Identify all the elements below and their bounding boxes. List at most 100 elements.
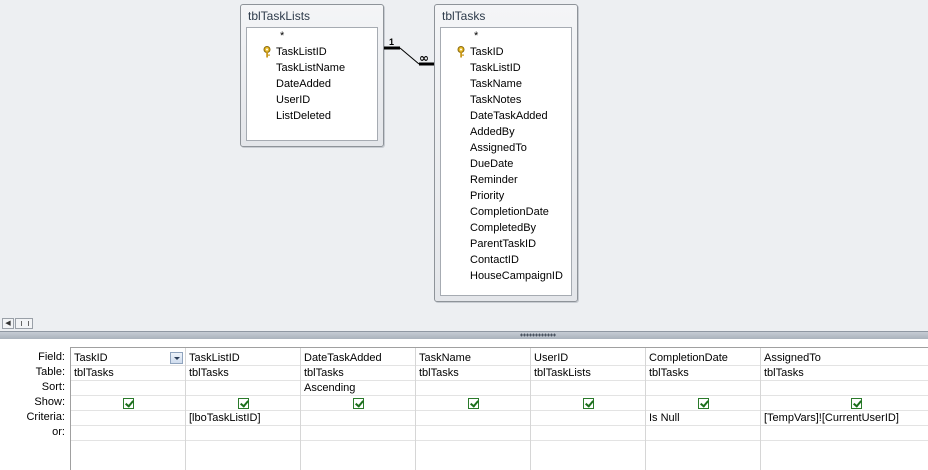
table-cell[interactable]: tblTasks — [71, 366, 185, 381]
show-cell[interactable] — [416, 396, 530, 411]
or-cell[interactable] — [71, 426, 185, 441]
grid-column[interactable]: AssignedTo tblTasks [TempVars]![CurrentU… — [761, 348, 928, 470]
field-item[interactable]: UserID — [276, 94, 311, 106]
criteria-cell[interactable] — [301, 411, 415, 426]
checkbox-checked-icon[interactable] — [697, 397, 709, 409]
field-item[interactable]: HouseCampaignID — [470, 270, 563, 282]
field-cell[interactable]: DateTaskAdded — [301, 351, 415, 366]
criteria-cell[interactable]: [TempVars]![CurrentUserID] — [761, 411, 928, 426]
grid-column[interactable]: TaskName tblTasks — [416, 348, 531, 470]
relationship-many-label: ∞ — [419, 51, 429, 65]
table-box-tbltasks[interactable]: tblTasks * TaskID TaskListID TaskName Ta… — [434, 4, 578, 302]
criteria-cell[interactable] — [531, 411, 645, 426]
chevron-down-icon[interactable] — [170, 352, 183, 364]
show-cell[interactable] — [301, 396, 415, 411]
table-cell[interactable]: tblTasks — [761, 366, 928, 381]
show-cell[interactable] — [646, 396, 760, 411]
table-title: tblTaskLists — [248, 9, 311, 23]
table-cell[interactable]: tblTaskLists — [531, 366, 645, 381]
field-item[interactable]: ContactID — [470, 254, 519, 266]
or-cell[interactable] — [531, 426, 645, 441]
checkbox-checked-icon[interactable] — [467, 397, 479, 409]
field-item[interactable]: CompletedBy — [470, 222, 537, 234]
sort-cell[interactable] — [416, 381, 530, 396]
field-cell[interactable]: CompletionDate — [646, 351, 760, 366]
sort-cell[interactable] — [761, 381, 928, 396]
field-item[interactable]: DateTaskAdded — [470, 110, 548, 122]
show-cell[interactable] — [761, 396, 928, 411]
scroll-left-arrow-icon[interactable]: ◀ — [2, 318, 14, 329]
or-cell[interactable] — [761, 426, 928, 441]
row-label-or: or: — [52, 426, 65, 438]
primary-key-icon — [263, 46, 271, 58]
table-cell[interactable]: tblTasks — [646, 366, 760, 381]
field-all-star[interactable]: * — [474, 30, 479, 42]
checkbox-checked-icon[interactable] — [851, 397, 862, 409]
grid-column[interactable]: DateTaskAdded tblTasks Ascending — [301, 348, 416, 470]
criteria-cell[interactable]: [lboTaskListID] — [186, 411, 300, 426]
field-item[interactable]: DateAdded — [276, 78, 332, 90]
sort-cell[interactable] — [71, 381, 185, 396]
field-cell[interactable]: TaskID — [71, 351, 185, 366]
sort-cell[interactable] — [646, 381, 760, 396]
relationship-join-line[interactable]: 1 ∞ — [0, 0, 928, 316]
table-cell[interactable]: tblTasks — [301, 366, 415, 381]
field-item[interactable]: ParentTaskID — [470, 238, 537, 250]
or-cell[interactable] — [186, 426, 300, 441]
checkbox-checked-icon[interactable] — [237, 397, 249, 409]
field-item[interactable]: Reminder — [470, 174, 518, 186]
row-label-show: Show: — [34, 396, 65, 408]
field-item[interactable]: CompletionDate — [470, 206, 549, 218]
field-cell[interactable]: UserID — [531, 351, 645, 366]
field-all-star[interactable]: * — [280, 30, 285, 42]
criteria-cell[interactable] — [71, 411, 185, 426]
grid-column[interactable]: CompletionDate tblTasks Is Null — [646, 348, 761, 470]
or-cell[interactable] — [416, 426, 530, 441]
field-item[interactable]: TaskListName — [276, 62, 346, 74]
row-label-field: Field: — [38, 351, 65, 363]
or-cell[interactable] — [646, 426, 760, 441]
field-item[interactable]: TaskID — [470, 46, 504, 58]
field-list[interactable]: * TaskID TaskListID TaskName TaskNotes D… — [440, 27, 572, 296]
field-item[interactable]: TaskNotes — [470, 94, 522, 106]
splitter-grip-icon[interactable] — [520, 333, 556, 337]
criteria-cell[interactable] — [416, 411, 530, 426]
show-cell[interactable] — [531, 396, 645, 411]
query-design-grid-pane[interactable]: Field: Table: Sort: Show: Criteria: or: … — [0, 339, 928, 470]
grid-column[interactable]: UserID tblTaskLists — [531, 348, 646, 470]
field-item[interactable]: Priority — [470, 190, 505, 202]
grid-column[interactable]: TaskListID tblTasks [lboTaskListID] — [186, 348, 301, 470]
checkbox-checked-icon[interactable] — [122, 397, 134, 409]
query-diagram-pane[interactable]: tblTaskLists * TaskListID TaskListName D… — [0, 0, 928, 316]
field-item[interactable]: TaskListID — [276, 46, 327, 58]
table-cell[interactable]: tblTasks — [186, 366, 300, 381]
field-item[interactable]: TaskName — [470, 78, 522, 90]
sort-cell[interactable] — [531, 381, 645, 396]
field-cell[interactable]: TaskListID — [186, 351, 300, 366]
or-cell[interactable] — [301, 426, 415, 441]
field-item[interactable]: DueDate — [470, 158, 514, 170]
field-item[interactable]: AssignedTo — [470, 142, 527, 154]
field-list[interactable]: * TaskListID TaskListName DateAdded User… — [246, 27, 378, 141]
show-cell[interactable] — [71, 396, 185, 411]
criteria-cell[interactable]: Is Null — [646, 411, 760, 426]
sort-cell[interactable]: Ascending — [301, 381, 415, 396]
field-cell[interactable]: TaskName — [416, 351, 530, 366]
scroll-thumb[interactable] — [15, 318, 33, 329]
checkbox-checked-icon[interactable] — [352, 397, 364, 409]
table-cell[interactable]: tblTasks — [416, 366, 530, 381]
field-cell[interactable]: AssignedTo — [761, 351, 928, 366]
checkbox-checked-icon[interactable] — [582, 397, 594, 409]
table-title: tblTasks — [442, 9, 486, 23]
field-item[interactable]: ListDeleted — [276, 110, 332, 122]
show-cell[interactable] — [186, 396, 300, 411]
table-box-tbltasklists[interactable]: tblTaskLists * TaskListID TaskListName D… — [240, 4, 384, 147]
pane-splitter[interactable] — [0, 331, 928, 339]
diagram-horizontal-scrollbar[interactable]: ◀ — [0, 316, 928, 331]
field-item[interactable]: TaskListID — [470, 62, 521, 74]
design-grid[interactable]: TaskID tblTasks TaskListID tblTasks [lbo… — [70, 347, 928, 470]
grid-column[interactable]: TaskID tblTasks — [71, 348, 186, 470]
row-label-criteria: Criteria: — [26, 411, 65, 423]
sort-cell[interactable] — [186, 381, 300, 396]
field-item[interactable]: AddedBy — [470, 126, 515, 138]
